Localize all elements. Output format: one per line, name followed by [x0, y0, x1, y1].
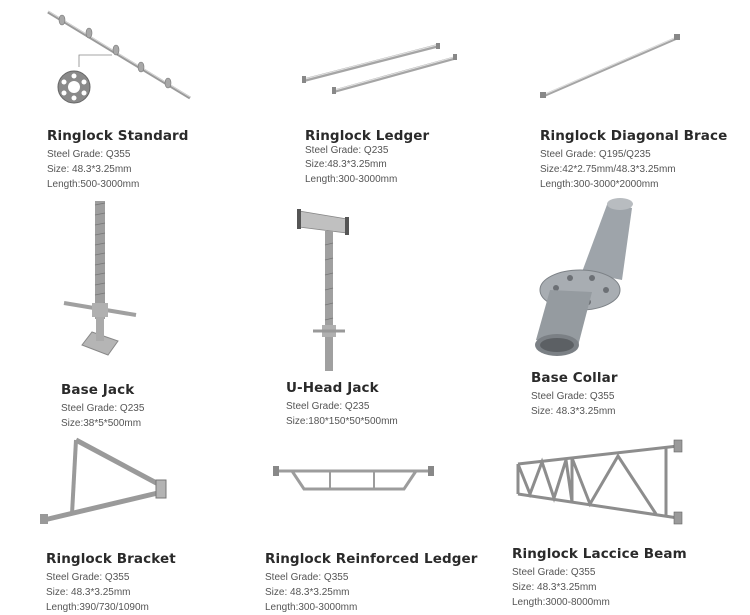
product-title: Ringlock Ledger [305, 128, 430, 144]
size: Size: 48.3*3.25mm [512, 582, 597, 593]
steel-grade: Steel Grade: Q355 [265, 572, 349, 583]
length: Length:390/730/1090m [46, 602, 149, 613]
u-head-jack-image [297, 209, 349, 371]
product-card-ringlock-diagonal-brace[interactable]: Ringlock Diagonal Brace Steel Grade: Q19… [500, 0, 750, 200]
product-title: Ringlock Diagonal Brace [540, 128, 728, 144]
steel-grade: Steel Grade: Q235 [305, 145, 389, 156]
size: Size:180*150*50*500mm [286, 416, 398, 427]
product-card-u-head-jack[interactable]: U-Head Jack Steel Grade: Q235 Size:180*1… [250, 195, 500, 435]
size: Size: 48.3*3.25mm [265, 587, 350, 598]
size: Size: 48.3*3.25mm [531, 406, 616, 417]
reinforced-ledger-image [273, 466, 434, 491]
product-card-ringlock-bracket[interactable]: Ringlock Bracket Steel Grade: Q355 Size:… [0, 430, 250, 613]
size: Size:48.3*3.25mm [305, 159, 387, 170]
product-title: Ringlock Bracket [46, 551, 176, 567]
product-card-ringlock-ledger[interactable]: Ringlock Ledger Steel Grade: Q235 Size:4… [250, 0, 500, 200]
steel-grade: Steel Grade: Q195/Q235 [540, 149, 651, 160]
product-card-ringlock-reinforced-ledger[interactable]: Ringlock Reinforced Ledger Steel Grade: … [250, 430, 500, 613]
size: Size: 48.3*3.25mm [46, 587, 131, 598]
product-title: U-Head Jack [286, 380, 379, 396]
product-card-ringlock-standard[interactable]: Ringlock Standard Steel Grade: Q355 Size… [0, 0, 250, 200]
size: Size:42*2.75mm/48.3*3.25mm [540, 164, 676, 175]
length: Length:3000-8000mm [512, 597, 610, 608]
product-title: Ringlock Reinforced Ledger [265, 551, 478, 567]
product-title: Base Collar [531, 370, 618, 386]
size: Size:38*5*500mm [61, 418, 142, 429]
base-jack-image [63, 201, 137, 356]
length: Length:500-3000mm [47, 179, 140, 190]
product-title: Ringlock Standard [47, 128, 189, 144]
lattice-beam-image [516, 439, 683, 525]
diagonal-brace-image [540, 34, 680, 98]
steel-grade: Steel Grade: Q235 [286, 401, 370, 412]
steel-grade: Steel Grade: Q355 [46, 572, 130, 583]
steel-grade: Steel Grade: Q235 [61, 403, 145, 414]
length: Length:300-3000mm [265, 602, 358, 613]
steel-grade: Steel Grade: Q355 [512, 567, 596, 578]
ringlock-bracket-image [40, 437, 167, 524]
product-card-ringlock-laccice-beam[interactable]: Ringlock Laccice Beam Steel Grade: Q355 … [500, 425, 750, 611]
length: Length:300-3000mm [305, 174, 398, 185]
length: Length:300-3000*2000mm [540, 179, 659, 190]
product-card-base-jack[interactable]: Base Jack Steel Grade: Q235 Size:38*5*50… [0, 195, 250, 435]
ringlock-standard-image [47, 10, 191, 104]
size: Size: 48.3*3.25mm [47, 164, 132, 175]
product-title: Base Jack [61, 382, 135, 398]
ringlock-ledger-image [302, 43, 457, 94]
steel-grade: Steel Grade: Q355 [531, 391, 615, 402]
product-card-base-collar[interactable]: Base Collar Steel Grade: Q355 Size: 48.3… [500, 190, 750, 430]
steel-grade: Steel Grade: Q355 [47, 149, 131, 160]
product-title: Ringlock Laccice Beam [512, 546, 687, 562]
base-collar-image [535, 198, 633, 356]
